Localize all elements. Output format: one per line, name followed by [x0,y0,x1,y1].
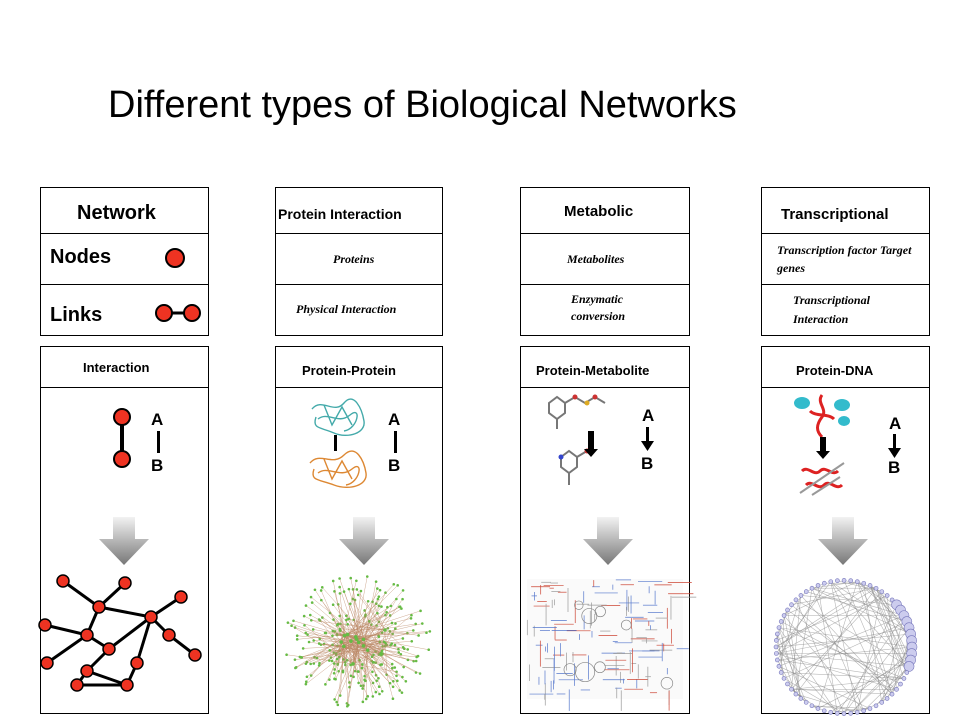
metabolic-header: Metabolic [564,203,634,220]
nodes-label: Nodes [50,246,112,268]
node-b-label: B [151,456,164,475]
network-edge [44,623,88,637]
network-edge [86,669,128,687]
metabolite-structure-icon [548,394,606,485]
dna-a-label: A [889,414,902,433]
down-arrow-icon [339,517,389,565]
metabolite-arrow-icon [641,427,654,451]
protein-protein-panel: Protein-Protein A B [275,346,443,714]
network-node [144,610,158,624]
tf-target-genes-label: Transcription factor Target genes [777,243,912,275]
network-node [130,656,144,670]
links-label: Links [50,304,103,326]
network-node [120,678,134,692]
dna-arrow-icon [888,434,901,458]
metabolic-pathway-map [526,579,697,711]
protein-a-b-connector [394,431,397,453]
protein-structure-icon [309,398,367,489]
protein-b-label: B [388,456,401,475]
network-legend-box: Network Nodes Links [40,187,209,336]
transcriptional-header: Transcriptional [781,206,889,223]
network-node [70,678,84,692]
network-edge [62,579,100,609]
network-edge [98,605,152,619]
network-node [118,576,132,590]
slide-title: Different types of Biological Networks [108,84,737,126]
network-graph [38,574,202,692]
protein-dna-panel: Protein-DNA A B [761,346,930,716]
link-symbol-icon [155,304,201,322]
node-a-label: A [151,410,164,429]
transcriptional-box: Transcriptional Transcription factor Tar… [761,187,930,336]
protein-metabolite-label: Protein-Metabolite [536,363,650,378]
network-node [174,590,188,604]
physical-interaction-label: Physical Interaction [296,302,397,316]
enzymatic-conversion-label: Enzymatic conversion [571,292,625,323]
down-arrow-icon [583,517,633,565]
network-header: Network [77,202,156,224]
network-node [38,618,52,632]
protein-interaction-header: Protein Interaction [278,206,402,222]
protein-a-label: A [388,410,401,429]
network-node [162,628,176,642]
node-pair-icon [113,408,131,468]
proteins-label: Proteins [333,252,375,266]
metabolites-label: Metabolites [567,252,625,266]
network-node [56,574,70,588]
interaction-panel: Interaction A B [38,346,209,714]
network-node [92,600,106,614]
transcriptional-interaction-label: Transcriptional Interaction [793,293,870,326]
circular-network-graph [773,578,918,716]
network-node [80,628,94,642]
metabolite-a-label: A [642,406,655,425]
protein-dna-label: Protein-DNA [796,363,874,378]
protein-dna-structure-icon [794,394,850,496]
network-edge [46,633,88,665]
network-edge [108,615,152,651]
interaction-label: Interaction [83,360,150,375]
network-node [80,664,94,678]
protein-interaction-box: Protein Interaction Proteins Physical In… [275,187,443,336]
protein-protein-label: Protein-Protein [302,363,396,378]
network-node [40,656,54,670]
protein-metabolite-panel: Protein-Metabolite A B [520,346,697,714]
ppi-network-graph [285,575,432,708]
network-node [188,648,202,662]
metabolic-box: Metabolic Metabolites Enzymatic conversi… [520,187,690,336]
down-arrow-icon [99,517,149,565]
down-arrow-icon [818,517,868,565]
node-symbol-icon [165,248,185,268]
dna-b-label: B [888,458,901,477]
network-node [102,642,116,656]
a-b-connector [157,431,160,453]
network-edge [135,616,153,664]
metabolite-b-label: B [641,454,654,473]
